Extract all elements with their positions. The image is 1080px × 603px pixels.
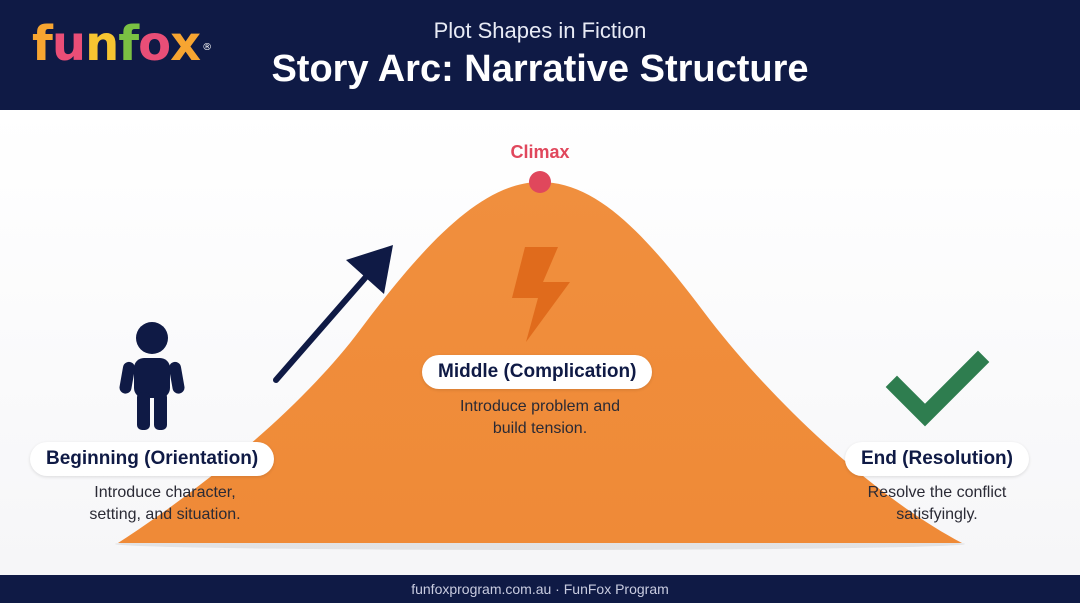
logo-letter: x [170, 16, 201, 72]
description-line: Resolve the conflict [867, 484, 1007, 501]
logo-letter: n [85, 16, 119, 72]
footer-bar: funfoxprogram.com.au · FunFox Program [0, 575, 1080, 603]
funfox-logo[interactable]: funfox ® [32, 14, 212, 74]
description-line: Introduce problem and [459, 398, 621, 415]
logo-letter: u [51, 16, 86, 72]
logo-letter: o [138, 16, 171, 72]
logo-letter: f [32, 16, 53, 72]
stage-end-title: End (Resolution) [845, 442, 1029, 476]
registered-mark: ® [202, 42, 213, 53]
checkmark-icon [885, 350, 990, 427]
description-line: build tension. [492, 420, 588, 437]
person-icon [119, 322, 185, 430]
stage-middle-title: Middle (Complication) [422, 355, 653, 389]
page-title: Story Arc: Narrative Structure [271, 48, 809, 90]
rising-arrow-icon [273, 245, 393, 383]
footer-text[interactable]: funfoxprogram.com.au · FunFox Program [411, 581, 669, 597]
stage-beginning-description: Introduce character, setting, and situat… [40, 482, 290, 526]
stage-beginning-title: Beginning (Orientation) [30, 442, 275, 476]
logo-letter: f [118, 16, 139, 72]
page-subtitle: Plot Shapes in Fiction [433, 18, 647, 43]
stage-end-description: Resolve the conflict satisfyingly. [822, 482, 1052, 526]
climax-dot [529, 171, 551, 193]
description-line: Introduce character, [94, 484, 236, 501]
description-line: satisfyingly. [896, 506, 978, 523]
lightning-icon [512, 247, 570, 342]
stage-middle-description: Introduce problem and build tension. [415, 396, 665, 440]
description-line: setting, and situation. [89, 506, 241, 523]
header-banner: funfox ® Plot Shapes in Fiction Story Ar… [0, 0, 1080, 110]
climax-label: Climax [510, 142, 570, 162]
